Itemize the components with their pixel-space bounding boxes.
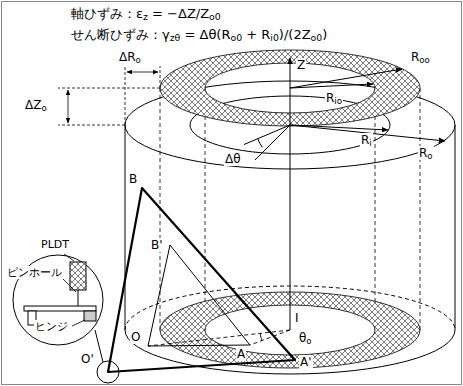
- subscript: o0: [209, 11, 221, 22]
- radius-label: Rio: [325, 91, 343, 105]
- drawing-stroke: [205, 88, 206, 330]
- drawing-stroke: [375, 88, 376, 330]
- part-label: ピンホール: [6, 266, 63, 279]
- subscript: o: [136, 55, 141, 65]
- drawing-stroke: [290, 84, 373, 88]
- drawing-stroke: [148, 330, 290, 346]
- part-label: ヒンジ: [34, 320, 69, 333]
- strain-triangles: [95, 188, 295, 383]
- drawing-stroke: [258, 139, 263, 148]
- drawing-stroke: [148, 245, 250, 346]
- drawing-stroke: [260, 333, 262, 340]
- drawing-stroke: [420, 88, 421, 330]
- drawing-stroke: [244, 125, 290, 145]
- drawing-stroke: [70, 262, 86, 290]
- drawing-stroke: [250, 330, 290, 345]
- drawing-stroke: [64, 254, 74, 261]
- radius-label: Roo: [410, 50, 431, 64]
- subscript: zθ: [170, 32, 181, 43]
- point-label: O': [80, 352, 95, 366]
- dimension-label: ΔZo: [24, 98, 48, 112]
- point-label: A: [236, 347, 246, 361]
- part-label: PLDT: [40, 238, 70, 251]
- drawing-stroke: [160, 66, 161, 88]
- drawing-stroke: [125, 66, 126, 125]
- subscript: o0: [230, 32, 242, 43]
- radius-label: Ro: [418, 146, 434, 160]
- subscript: i0: [270, 32, 279, 43]
- subscript: o0: [311, 32, 323, 43]
- subscript: o: [41, 103, 46, 113]
- drawing-stroke: [58, 88, 160, 89]
- drawing-stroke: [72, 320, 85, 326]
- drawing-stroke: [125, 125, 126, 330]
- drawing-stroke: [455, 125, 456, 330]
- drawing-stroke: [290, 69, 402, 88]
- point-label: O: [130, 330, 141, 344]
- point-label: B': [150, 238, 164, 252]
- point-label: A': [299, 355, 313, 369]
- drawing-stroke: [68, 90, 69, 123]
- drawing-stroke: [24, 306, 96, 311]
- drawing-stroke: [58, 125, 125, 126]
- point-label: B: [128, 172, 138, 186]
- axial-strain-formula: 軸ひずみ：εz = −ΔZ/Zo0: [70, 6, 222, 22]
- subscript: o: [306, 336, 311, 346]
- drawing-stroke: [97, 361, 119, 383]
- subscript: o: [427, 151, 432, 161]
- radius-label: Ri: [360, 133, 373, 147]
- drawing-stroke: [62, 278, 76, 292]
- point-label: I: [294, 311, 300, 325]
- drawing-stroke: [255, 125, 290, 160]
- drawing-stroke: [95, 330, 103, 362]
- angle-label: θo: [298, 331, 313, 345]
- drawing-stroke: [290, 58, 291, 330]
- subscript: i: [369, 138, 371, 148]
- drawing-stroke: [84, 311, 96, 321]
- subscript: z: [143, 11, 148, 22]
- angle-label: Δθ: [224, 152, 242, 166]
- shear-strain-formula: せん断ひずみ：γzθ = Δθ(Ro0 + Ri0)/(2Zo0): [70, 27, 328, 43]
- radius-arrows: [244, 58, 445, 330]
- drawing-stroke: [78, 290, 79, 306]
- drawing-stroke: [290, 125, 388, 130]
- drawing-stroke: [108, 188, 295, 372]
- subscript: oo: [419, 55, 430, 65]
- drawing-stroke: [127, 72, 158, 73]
- dimension-lines: [58, 66, 160, 125]
- dimension-label: ΔRo: [118, 50, 142, 64]
- axis-label: Z: [296, 58, 306, 72]
- subscript: io: [334, 96, 342, 106]
